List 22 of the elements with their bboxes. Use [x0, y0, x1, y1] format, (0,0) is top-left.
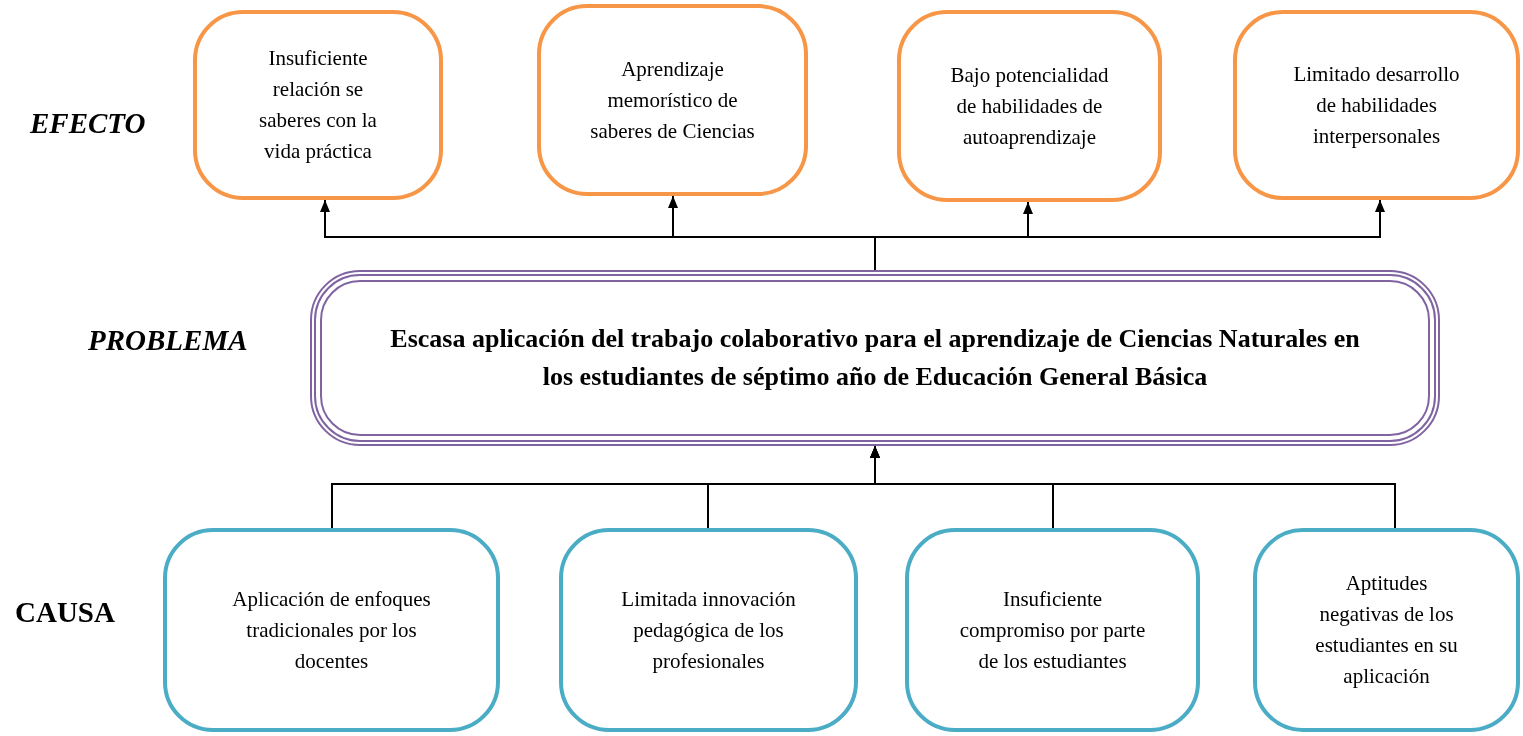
- effect-box: [193, 10, 443, 200]
- node-text: Aplicación de enfoques tradicionales por los docentes: [231, 585, 432, 675]
- cause-box: [905, 528, 1200, 732]
- node-text: Limitada innovación pedagógica de los profesionales: [620, 585, 797, 675]
- effect-box: [897, 10, 1162, 202]
- effect-box: [1233, 10, 1520, 200]
- node-text: Bajo potencialidad de habilidades de autoaprendizaje: [949, 61, 1110, 151]
- problem-box: [310, 270, 1440, 446]
- effect-box: [537, 4, 808, 196]
- node-text: Limitado desarrollo de habilidades interpersonales: [1292, 60, 1461, 150]
- node-text: Escasa aplicación del trabajo colaborativo para el aprendizaje de Ciencias Naturales en los estudiantes de séptimo año de Educación General Básica: [389, 323, 1361, 393]
- row-label: PROBLEMA: [88, 323, 248, 358]
- node-text: Aprendizaje memorístico de saberes de Ciencias: [589, 55, 756, 145]
- cause-box: [1253, 528, 1520, 732]
- node-text: Insuficiente relación se saberes con la vida práctica: [258, 45, 378, 165]
- cause-box: [559, 528, 858, 732]
- row-label: CAUSA: [15, 595, 115, 630]
- connector-arrow: [870, 445, 1396, 529]
- row-label: EFECTO: [30, 106, 146, 141]
- node-text: Aptitudes negativas de los estudiantes en su aplicación: [1314, 570, 1459, 690]
- node-text: Insuficiente compromiso por parte de los estudiantes: [958, 585, 1147, 675]
- cause-box: [163, 528, 500, 732]
